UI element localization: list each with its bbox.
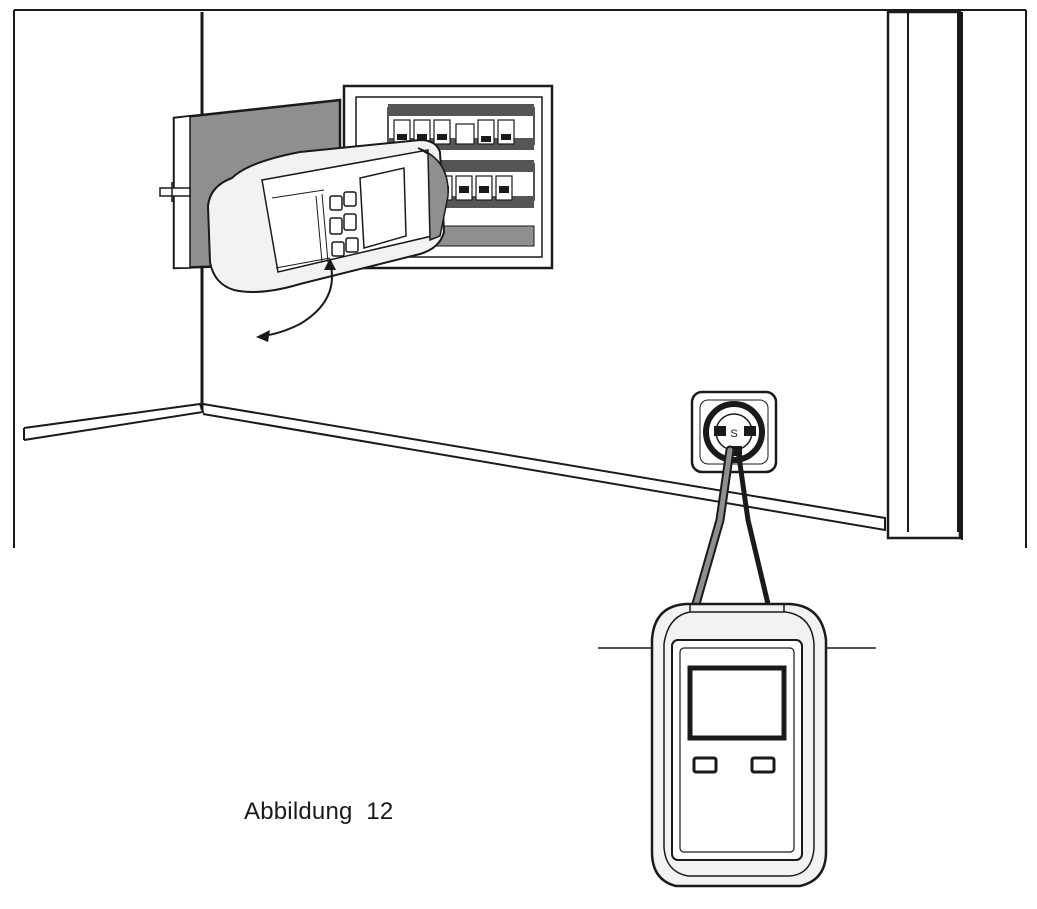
latch-icon	[159, 187, 191, 197]
room-walls	[13, 9, 1027, 548]
test-leads	[691, 445, 771, 609]
device-screen	[359, 167, 407, 249]
figure-caption: Abbildung 12	[244, 798, 394, 825]
rotation-arrow-icon	[256, 258, 336, 342]
tester-button-right	[750, 756, 776, 774]
socket-tester-device	[650, 602, 828, 888]
wall-socket: S	[690, 390, 778, 474]
device-buttons	[329, 191, 359, 257]
stud-finder-device	[206, 138, 449, 293]
socket-mark: S	[730, 428, 737, 440]
breaker-levers-upper	[397, 134, 511, 142]
tester-button-left	[692, 756, 718, 774]
tester-screen	[687, 665, 787, 741]
